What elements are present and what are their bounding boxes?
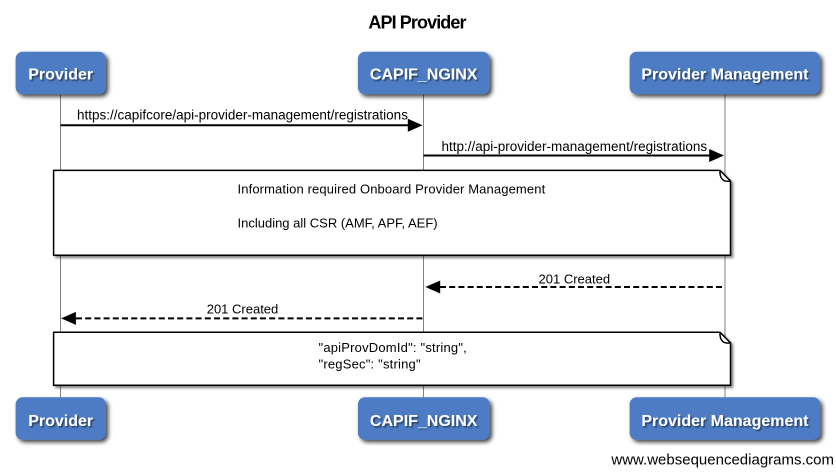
svg-text:www.websequencediagrams.com: www.websequencediagrams.com: [610, 452, 834, 469]
svg-text:API Provider: API Provider: [368, 13, 466, 33]
svg-text:http://api-provider-management: http://api-provider-management/registrat…: [441, 139, 707, 154]
svg-text:Provider: Provider: [28, 413, 93, 430]
svg-text:Including all CSR (AMF, APF, A: Including all CSR (AMF, APF, AEF): [238, 216, 438, 231]
svg-text:Provider Management: Provider Management: [641, 413, 809, 430]
svg-text:CAPIF_NGINX: CAPIF_NGINX: [370, 67, 478, 84]
svg-text:"regSec": "string": "regSec": "string": [319, 357, 421, 372]
svg-text:201 Created: 201 Created: [539, 271, 611, 286]
svg-text:Provider: Provider: [28, 67, 93, 84]
svg-text:Information required Onboard P: Information required Onboard Provider Ma…: [238, 182, 546, 197]
svg-text:201 Created: 201 Created: [207, 302, 279, 317]
svg-text:https://capifcore/api-provider: https://capifcore/api-provider-managemen…: [77, 108, 408, 123]
svg-text:Provider Management: Provider Management: [641, 67, 809, 84]
svg-text:CAPIF_NGINX: CAPIF_NGINX: [370, 413, 478, 430]
svg-text:"apiProvDomId": "string",: "apiProvDomId": "string",: [319, 340, 467, 355]
